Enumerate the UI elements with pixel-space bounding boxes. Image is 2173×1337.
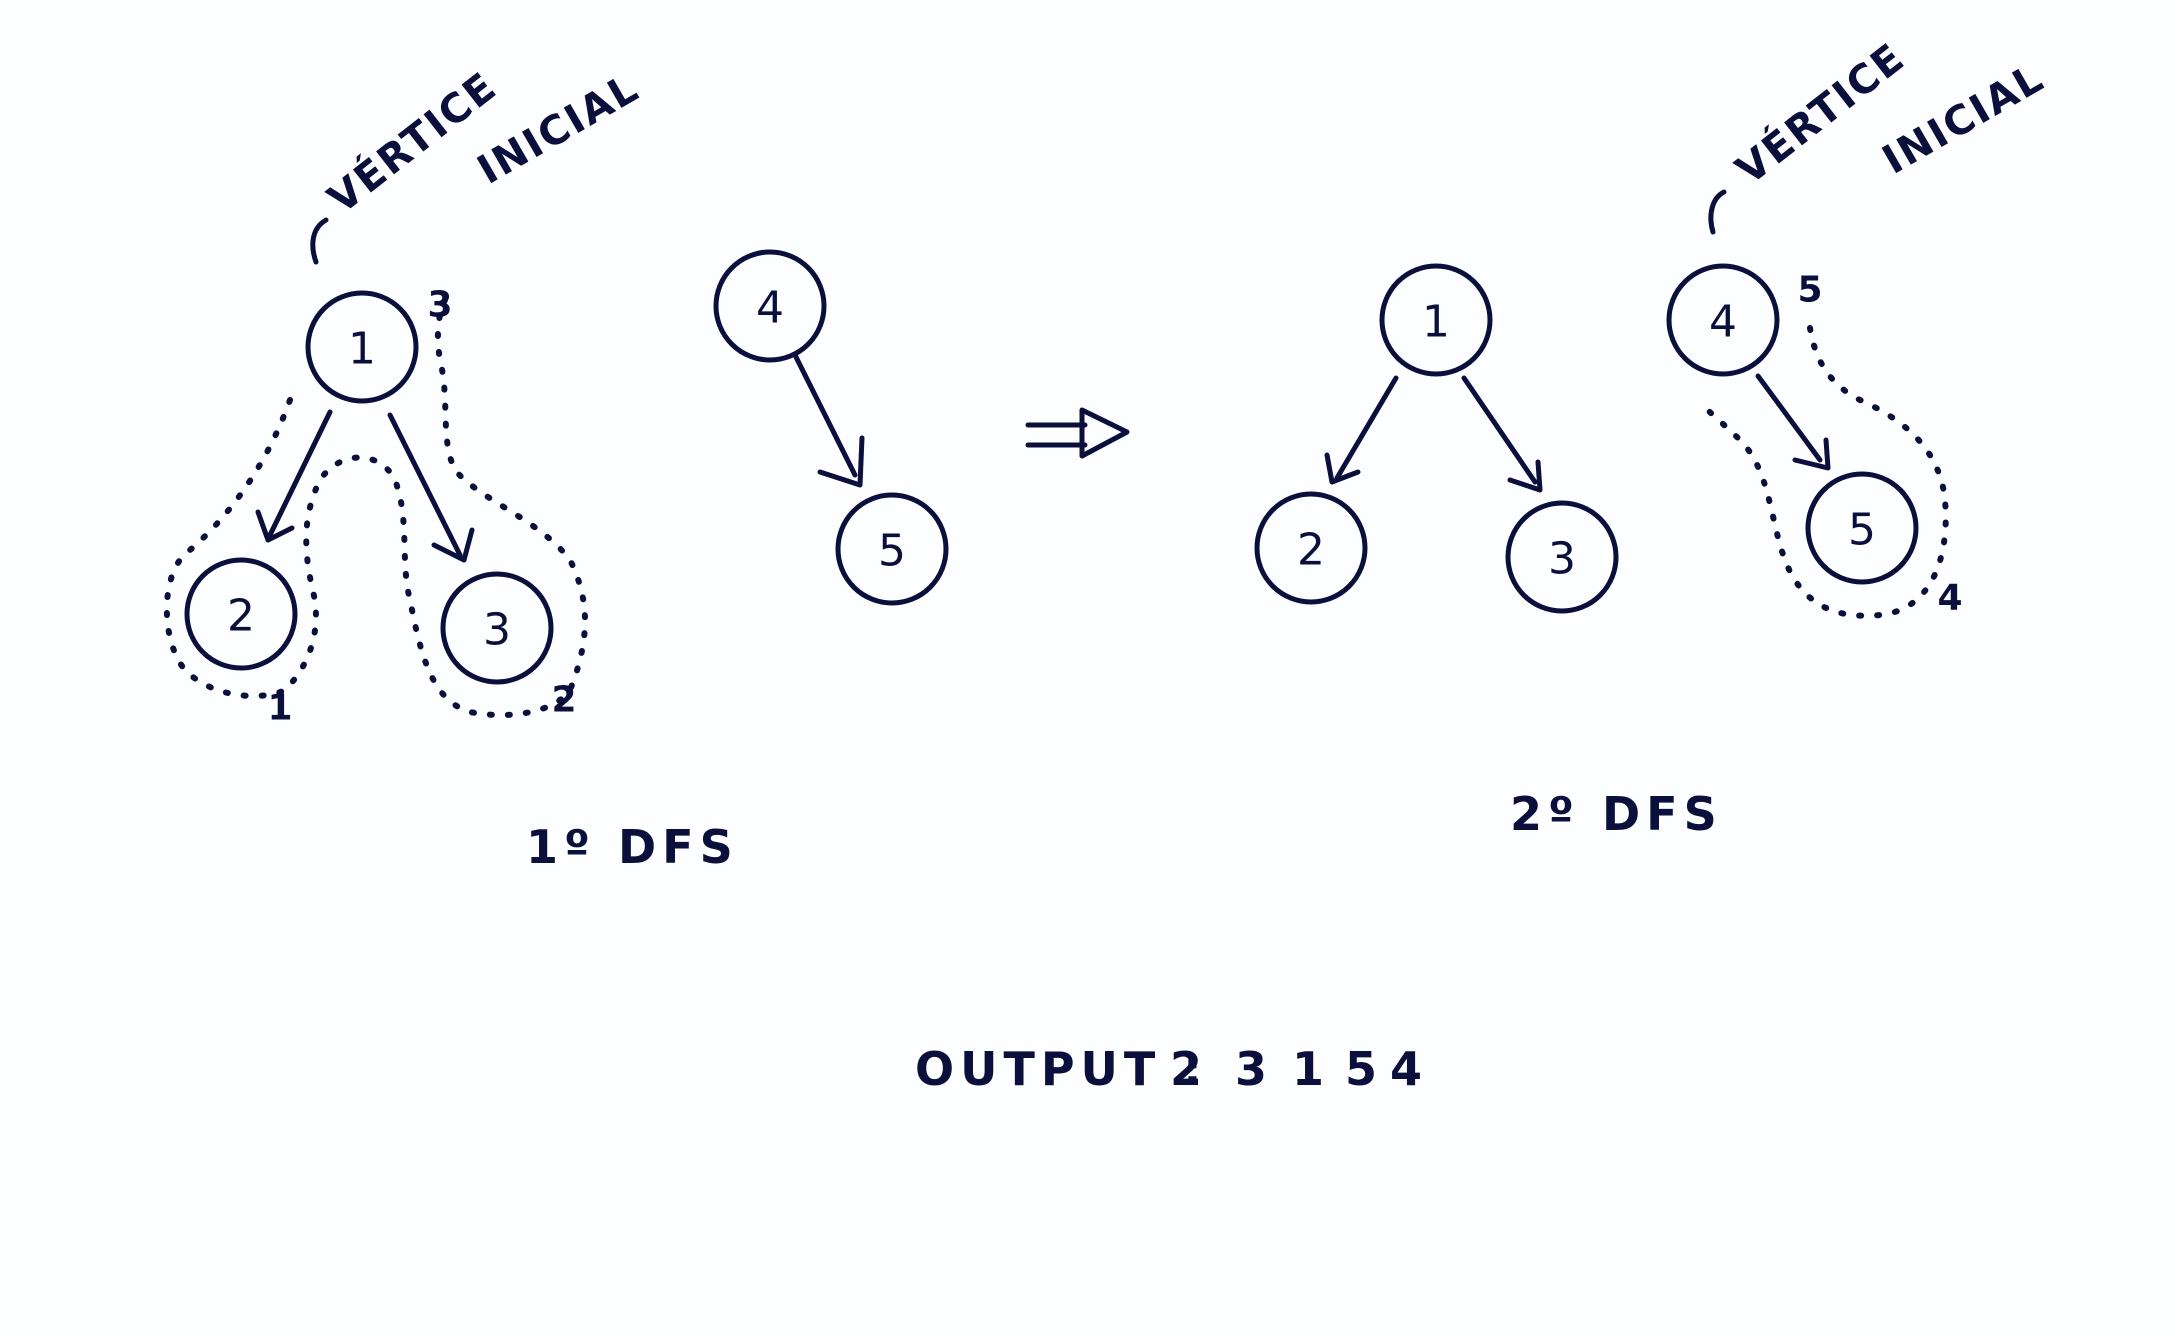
left-caption: 1º DFS [526, 820, 739, 874]
left-node-1-label: 1 [348, 324, 376, 375]
right-order-node4: 5 [1797, 270, 1822, 311]
left-edge-4-5 [792, 352, 858, 478]
right-edge-4-5 [1755, 373, 1823, 463]
left-start-annotation: VÉRTICE INICIAL [310, 62, 647, 265]
right-node-4-label: 4 [1709, 297, 1737, 348]
right-graph: VÉRTICE INICIAL 1 2 3 4 5 [1254, 33, 2052, 841]
output-line: OUTPUT : 2 3 1 5 4 [915, 1042, 1428, 1096]
left-annotation-hook [310, 217, 329, 265]
left-annotation-word1: VÉRTICE [319, 62, 506, 223]
output-value-5: 4 [1390, 1042, 1428, 1096]
left-annotation-word2: INICIAL [470, 65, 647, 194]
right-node-3-circle [1505, 500, 1619, 614]
left-node-2: 2 [184, 557, 298, 671]
right-order-node5: 4 [1937, 578, 1962, 619]
right-caption: 2º DFS [1510, 787, 1723, 841]
right-node-4: 4 [1666, 263, 1780, 377]
left-node-5-circle [835, 492, 949, 606]
right-start-annotation: VÉRTICE INICIAL [1708, 33, 2052, 235]
output-value-4: 5 [1345, 1042, 1383, 1096]
right-node-5-label: 5 [1848, 505, 1876, 556]
left-order-node1: 3 [427, 285, 452, 326]
transition-arrow-head [1079, 407, 1130, 459]
left-node-4-label: 4 [756, 283, 784, 334]
left-node-2-label: 2 [227, 591, 255, 642]
output-value-2: 3 [1235, 1042, 1273, 1096]
right-annotation-hook [1708, 189, 1727, 235]
transition-arrow [1025, 407, 1130, 459]
left-order-node2: 1 [267, 688, 292, 729]
left-node-4: 4 [713, 249, 827, 363]
left-node-4-circle [713, 249, 827, 363]
right-node-1-label: 1 [1422, 297, 1450, 348]
left-dotted-contour [163, 297, 588, 719]
left-edge-1-3-arrowhead [431, 527, 475, 563]
right-edge-1-3-arrowhead [1507, 459, 1543, 493]
right-edge-1-2-arrowhead [1324, 452, 1361, 485]
output-value-3: 1 [1292, 1042, 1330, 1096]
left-node-3: 3 [440, 571, 554, 685]
output-label: OUTPUT : [915, 1042, 1208, 1096]
right-node-5: 5 [1805, 471, 1919, 585]
right-node-1: 1 [1379, 263, 1493, 377]
right-edge-4-5-arrowhead [1792, 437, 1831, 471]
left-order-node3: 2 [551, 680, 576, 721]
right-node-3-label: 3 [1548, 534, 1576, 585]
left-node-5: 5 [835, 492, 949, 606]
left-node-1-circle [305, 290, 419, 404]
left-node-2-circle [184, 557, 298, 671]
left-edge-4-5-arrowhead [817, 435, 865, 488]
right-node-2-label: 2 [1297, 525, 1325, 576]
right-node-5-circle [1805, 471, 1919, 585]
output-value-1: 2 [1170, 1042, 1208, 1096]
left-node-3-circle [440, 571, 554, 685]
left-node-3-label: 3 [483, 605, 511, 656]
right-node-2: 2 [1254, 491, 1368, 605]
right-edge-1-3 [1461, 375, 1538, 485]
right-edge-1-2 [1334, 375, 1399, 481]
right-node-3: 3 [1505, 500, 1619, 614]
right-node-2-circle [1254, 491, 1368, 605]
right-node-1-circle [1379, 263, 1493, 377]
right-node-4-circle [1666, 263, 1780, 377]
right-annotation-word1: VÉRTICE [1727, 33, 1914, 194]
left-edge-1-3 [387, 412, 463, 558]
left-edge-1-2-arrowhead [255, 509, 295, 543]
left-graph: VÉRTICE INICIAL 1 2 3 4 5 [163, 62, 949, 874]
left-node-5-label: 5 [878, 526, 906, 577]
left-node-1: 1 [305, 290, 419, 404]
left-edge-1-2 [267, 409, 333, 538]
